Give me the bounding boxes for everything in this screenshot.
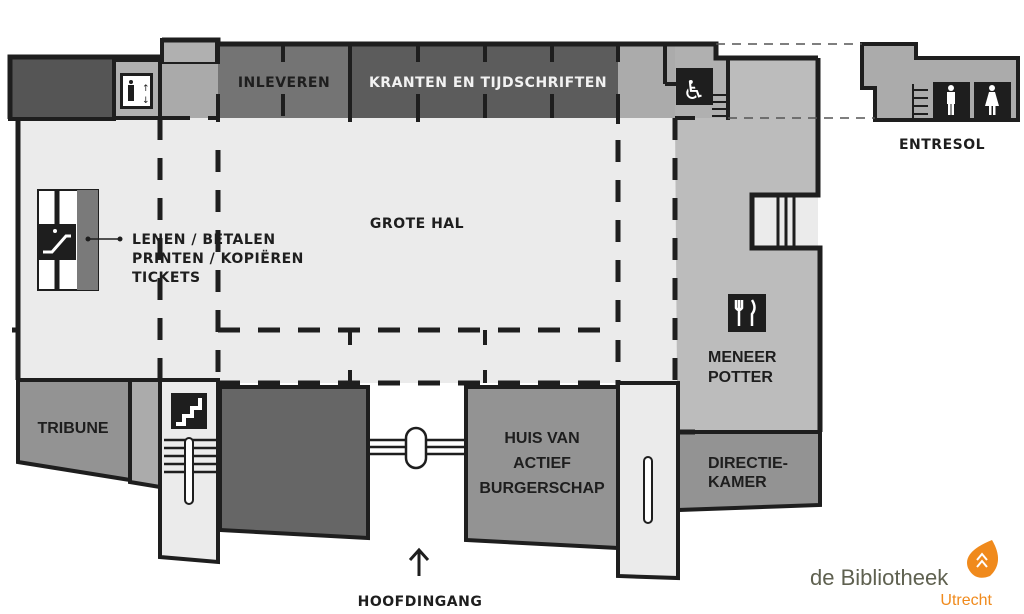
label-kranten: KRANTEN EN TIJDSCHRIFTEN xyxy=(369,75,607,91)
room-northwest xyxy=(8,55,116,121)
label-meneer-potter-1: MENEER xyxy=(708,349,777,366)
room-small-north xyxy=(160,38,219,66)
label-hoofdingang: HOOFDINGANG xyxy=(358,594,483,610)
label-service-1: LENEN / BETALEN xyxy=(132,232,276,248)
stairs-icon xyxy=(171,393,207,429)
meneer-potter-area[interactable] xyxy=(675,58,818,432)
label-huis-van-1: HUIS VAN xyxy=(504,430,579,447)
room-dark-south xyxy=(218,385,370,541)
door-west[interactable] xyxy=(184,437,194,505)
label-service-3: TICKETS xyxy=(132,270,201,286)
label-grote-hal: GROTE HAL xyxy=(370,216,464,232)
label-directiekamer-2: KAMER xyxy=(708,474,767,491)
entrance-arrow-icon xyxy=(408,547,430,576)
escalator-icon xyxy=(38,224,76,260)
toilet-men-icon xyxy=(933,82,970,119)
svg-text:↓: ↓ xyxy=(142,96,150,106)
stairs-east-steps xyxy=(776,197,796,247)
room-corridor-north xyxy=(162,64,218,118)
logo-name: de Bibliotheek xyxy=(810,565,949,590)
svg-text:♿: ♿ xyxy=(682,76,705,106)
label-huis-van-3: BURGERSCHAP xyxy=(479,480,605,497)
label-huis-van-2: ACTIEF xyxy=(513,455,571,472)
logo-city: Utrecht xyxy=(940,592,992,609)
small-stairs-north xyxy=(712,94,728,117)
label-directiekamer-1: DIRECTIE- xyxy=(708,455,788,472)
elevator-icon: ↑↓ xyxy=(120,73,153,109)
wheelchair-icon: ♿ xyxy=(676,68,713,106)
top-dividers xyxy=(160,40,730,124)
toilet-women-icon xyxy=(974,82,1011,119)
door-east[interactable] xyxy=(643,456,653,524)
label-meneer-potter-2: POTTER xyxy=(708,369,773,386)
room-directiekamer[interactable] xyxy=(676,430,822,513)
svg-text:↑: ↑ xyxy=(142,84,150,94)
restaurant-icon xyxy=(728,294,766,332)
bibliotheek-logo: de Bibliotheek Utrecht xyxy=(810,540,999,609)
label-service-2: PRINTEN / KOPIËREN xyxy=(132,250,304,267)
label-entresol: ENTRESOL xyxy=(899,137,985,153)
room-tribune-side xyxy=(128,378,162,490)
label-inleveren: INLEVEREN xyxy=(238,75,330,91)
label-tribune: TRIBUNE xyxy=(37,420,108,437)
door-main[interactable] xyxy=(404,426,428,470)
pillar-marks xyxy=(348,330,487,383)
